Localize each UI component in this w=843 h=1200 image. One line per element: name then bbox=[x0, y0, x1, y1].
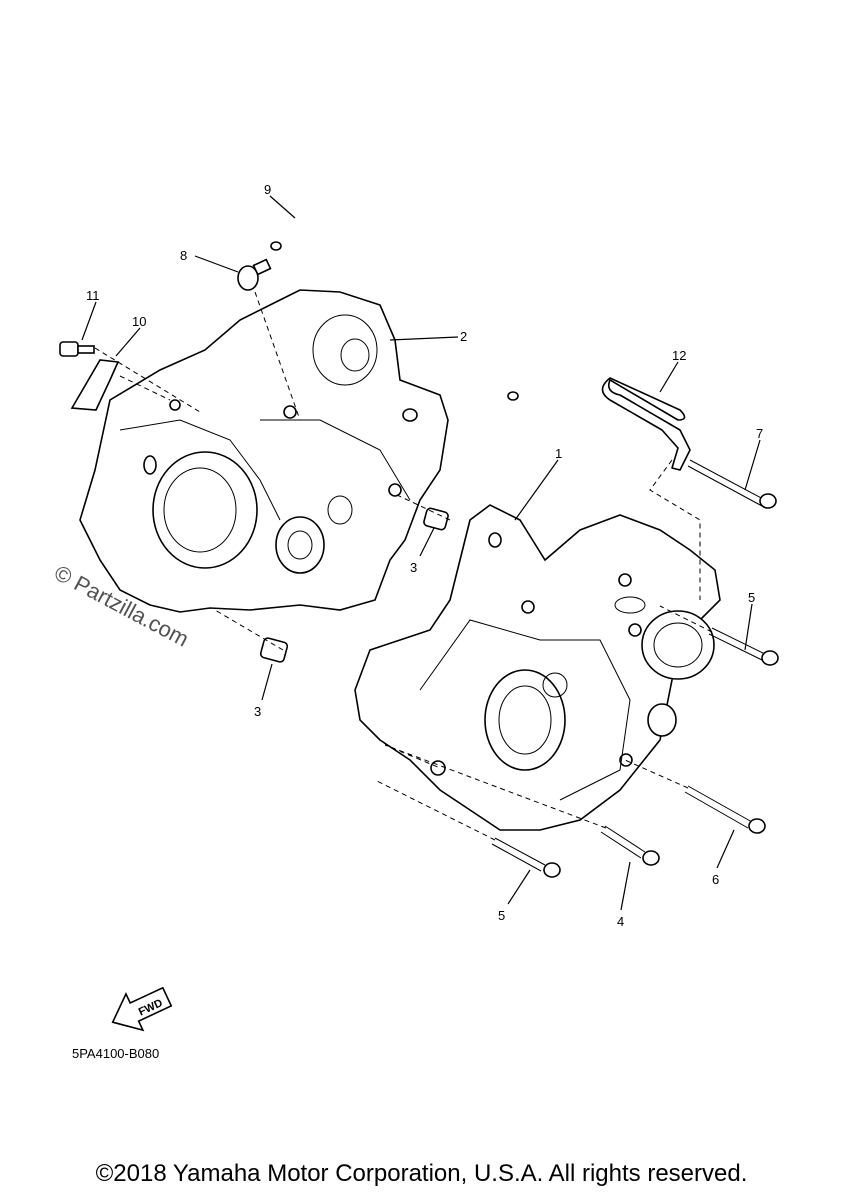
callout-5-upper: 5 bbox=[748, 590, 755, 605]
bolt-7 bbox=[687, 459, 777, 509]
callout-3-lower: 3 bbox=[254, 704, 261, 719]
callout-4: 4 bbox=[617, 914, 624, 929]
callout-6: 6 bbox=[712, 872, 719, 887]
dowel-pin-upper bbox=[423, 507, 449, 531]
callout-11: 11 bbox=[86, 288, 100, 303]
diagram-code: 5PA4100-B080 bbox=[72, 1046, 160, 1061]
bolt-5-upper bbox=[708, 627, 779, 666]
left-crankcase bbox=[79, 289, 449, 613]
callout-5-lower: 5 bbox=[498, 908, 505, 923]
callout-8: 8 bbox=[180, 248, 187, 263]
callout-2: 2 bbox=[460, 329, 467, 344]
callout-1: 1 bbox=[555, 446, 562, 461]
callout-10: 10 bbox=[132, 314, 146, 329]
callout-7: 7 bbox=[756, 426, 763, 441]
hose-fitting bbox=[237, 258, 272, 291]
bolt-small bbox=[59, 341, 95, 357]
bolt-6 bbox=[684, 785, 766, 834]
callout-12: 12 bbox=[672, 348, 686, 363]
fwd-arrow-icon: FWD bbox=[111, 986, 173, 1032]
copyright-text: ©2018 Yamaha Motor Corporation, U.S.A. A… bbox=[95, 1160, 748, 1187]
breather-hose bbox=[270, 222, 519, 401]
callout-3-upper: 3 bbox=[410, 560, 417, 575]
right-crankcase bbox=[354, 504, 721, 831]
callout-9: 9 bbox=[264, 182, 271, 197]
alignment-lines bbox=[94, 291, 713, 841]
bolt-5-lower bbox=[491, 837, 561, 878]
chain-guide bbox=[601, 377, 691, 471]
bolt-4 bbox=[600, 825, 660, 866]
dowel-pin-lower bbox=[259, 637, 289, 663]
hose-clamp bbox=[70, 359, 120, 411]
leader-lines bbox=[81, 195, 761, 911]
